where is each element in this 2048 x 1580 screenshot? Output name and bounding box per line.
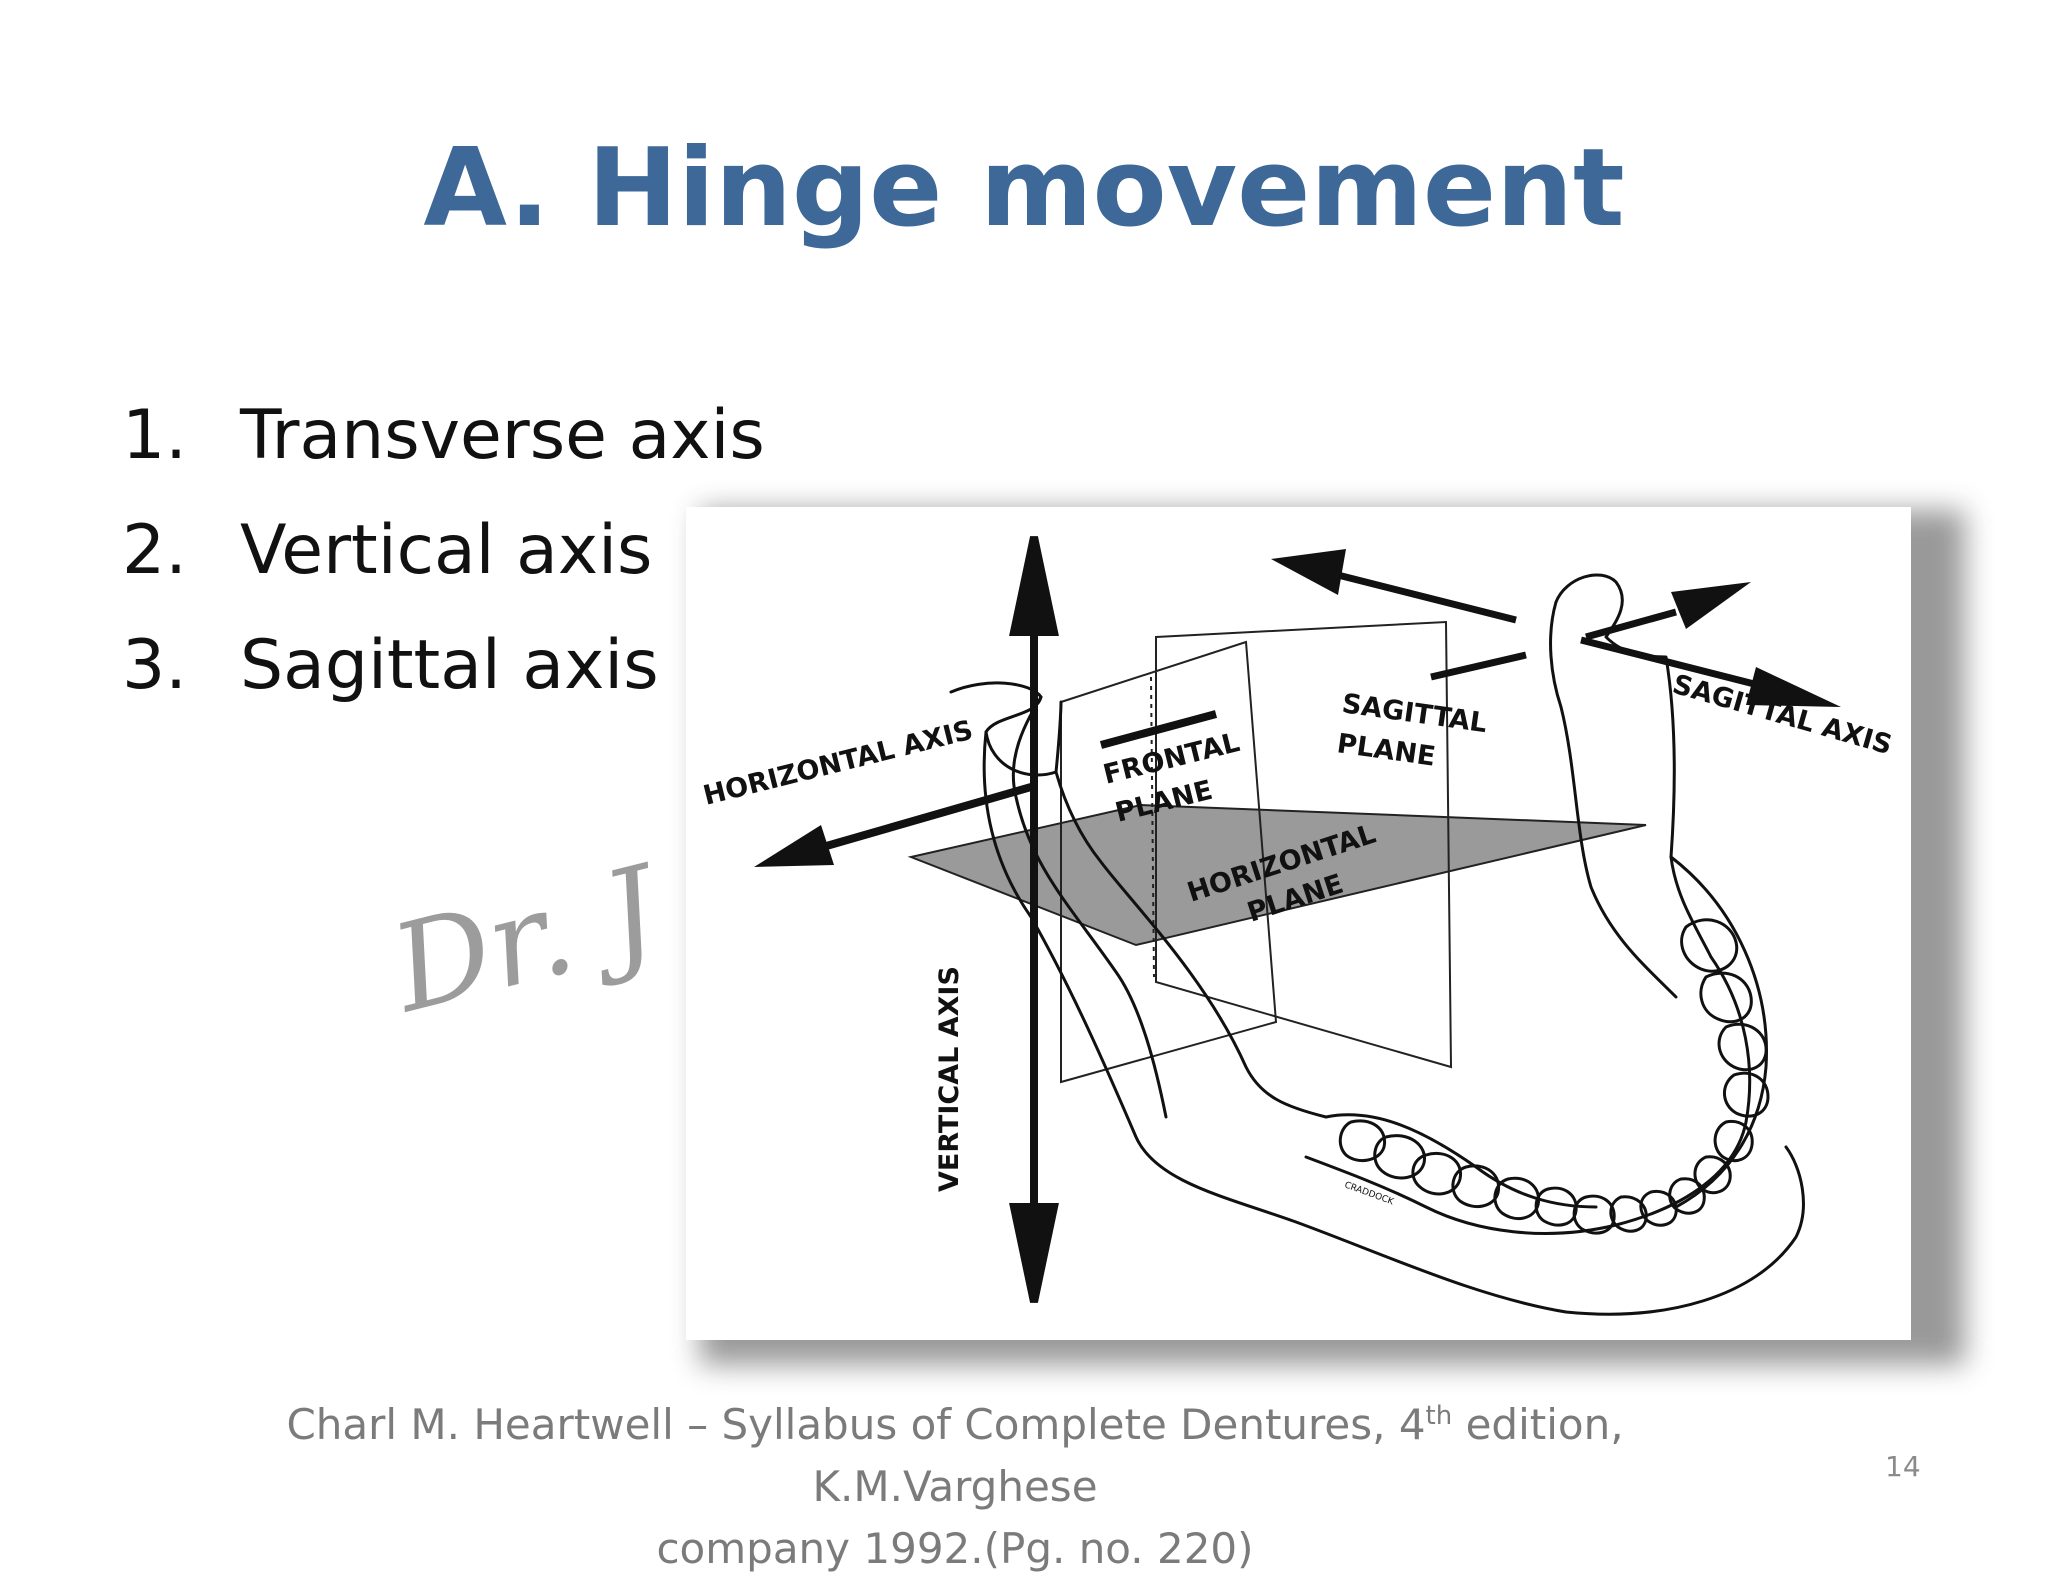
list-item: 2. Vertical axis: [122, 493, 765, 608]
list-text: Sagittal axis: [240, 626, 659, 705]
list-text: Transverse axis: [240, 396, 765, 475]
watermark: Dr. J: [380, 840, 671, 1040]
sagittal-plane-label: PLANE: [1335, 728, 1437, 772]
list-item: 3. Sagittal axis: [122, 608, 765, 723]
list-text: Vertical axis: [240, 511, 653, 590]
axis-list: 1. Transverse axis 2. Vertical axis 3. Sagi…: [122, 378, 765, 723]
frontal-plane: [1060, 640, 1278, 1084]
list-item: 1. Transverse axis: [122, 378, 765, 493]
list-number: 2.: [122, 511, 187, 590]
horizontal-axis-arrow: [754, 710, 1218, 867]
teeth: [1338, 918, 1770, 1235]
horizontal-axis-label: HORIZONTAL AXIS: [700, 715, 976, 812]
artist-signature: CRADDOCK: [1343, 1180, 1396, 1207]
citation-text: edition, K.M.Varghese: [812, 1400, 1624, 1511]
transverse-axis-arrows: [1271, 549, 1841, 707]
vertical-axis-label: VERTICAL AXIS: [934, 966, 965, 1192]
citation: Charl M. Heartwell – Syllabus of Complet…: [140, 1385, 1770, 1580]
mandible-diagram: HORIZONTAL AXIS FRONTAL PLANE SAGITTAL P…: [700, 536, 1895, 1316]
mandible-outline: [949, 573, 1805, 1316]
citation-line-2: company 1992.(Pg. no. 220): [656, 1524, 1254, 1573]
citation-superscript: th: [1425, 1401, 1453, 1431]
slide-title: A. Hinge movement: [423, 126, 1625, 251]
list-number: 3.: [122, 626, 187, 705]
citation-line-1: Charl M. Heartwell – Syllabus of Complet…: [140, 1385, 1770, 1518]
sagittal-plane: [1155, 620, 1453, 1069]
page-number: 14: [1885, 1450, 1921, 1483]
mandible-axes-figure: HORIZONTAL AXIS FRONTAL PLANE SAGITTAL P…: [686, 507, 1911, 1340]
citation-text: Charl M. Heartwell – Syllabus of Complet…: [286, 1400, 1426, 1449]
list-number: 1.: [122, 396, 187, 475]
figure-labels: HORIZONTAL AXIS FRONTAL PLANE SAGITTAL P…: [700, 669, 1895, 1208]
